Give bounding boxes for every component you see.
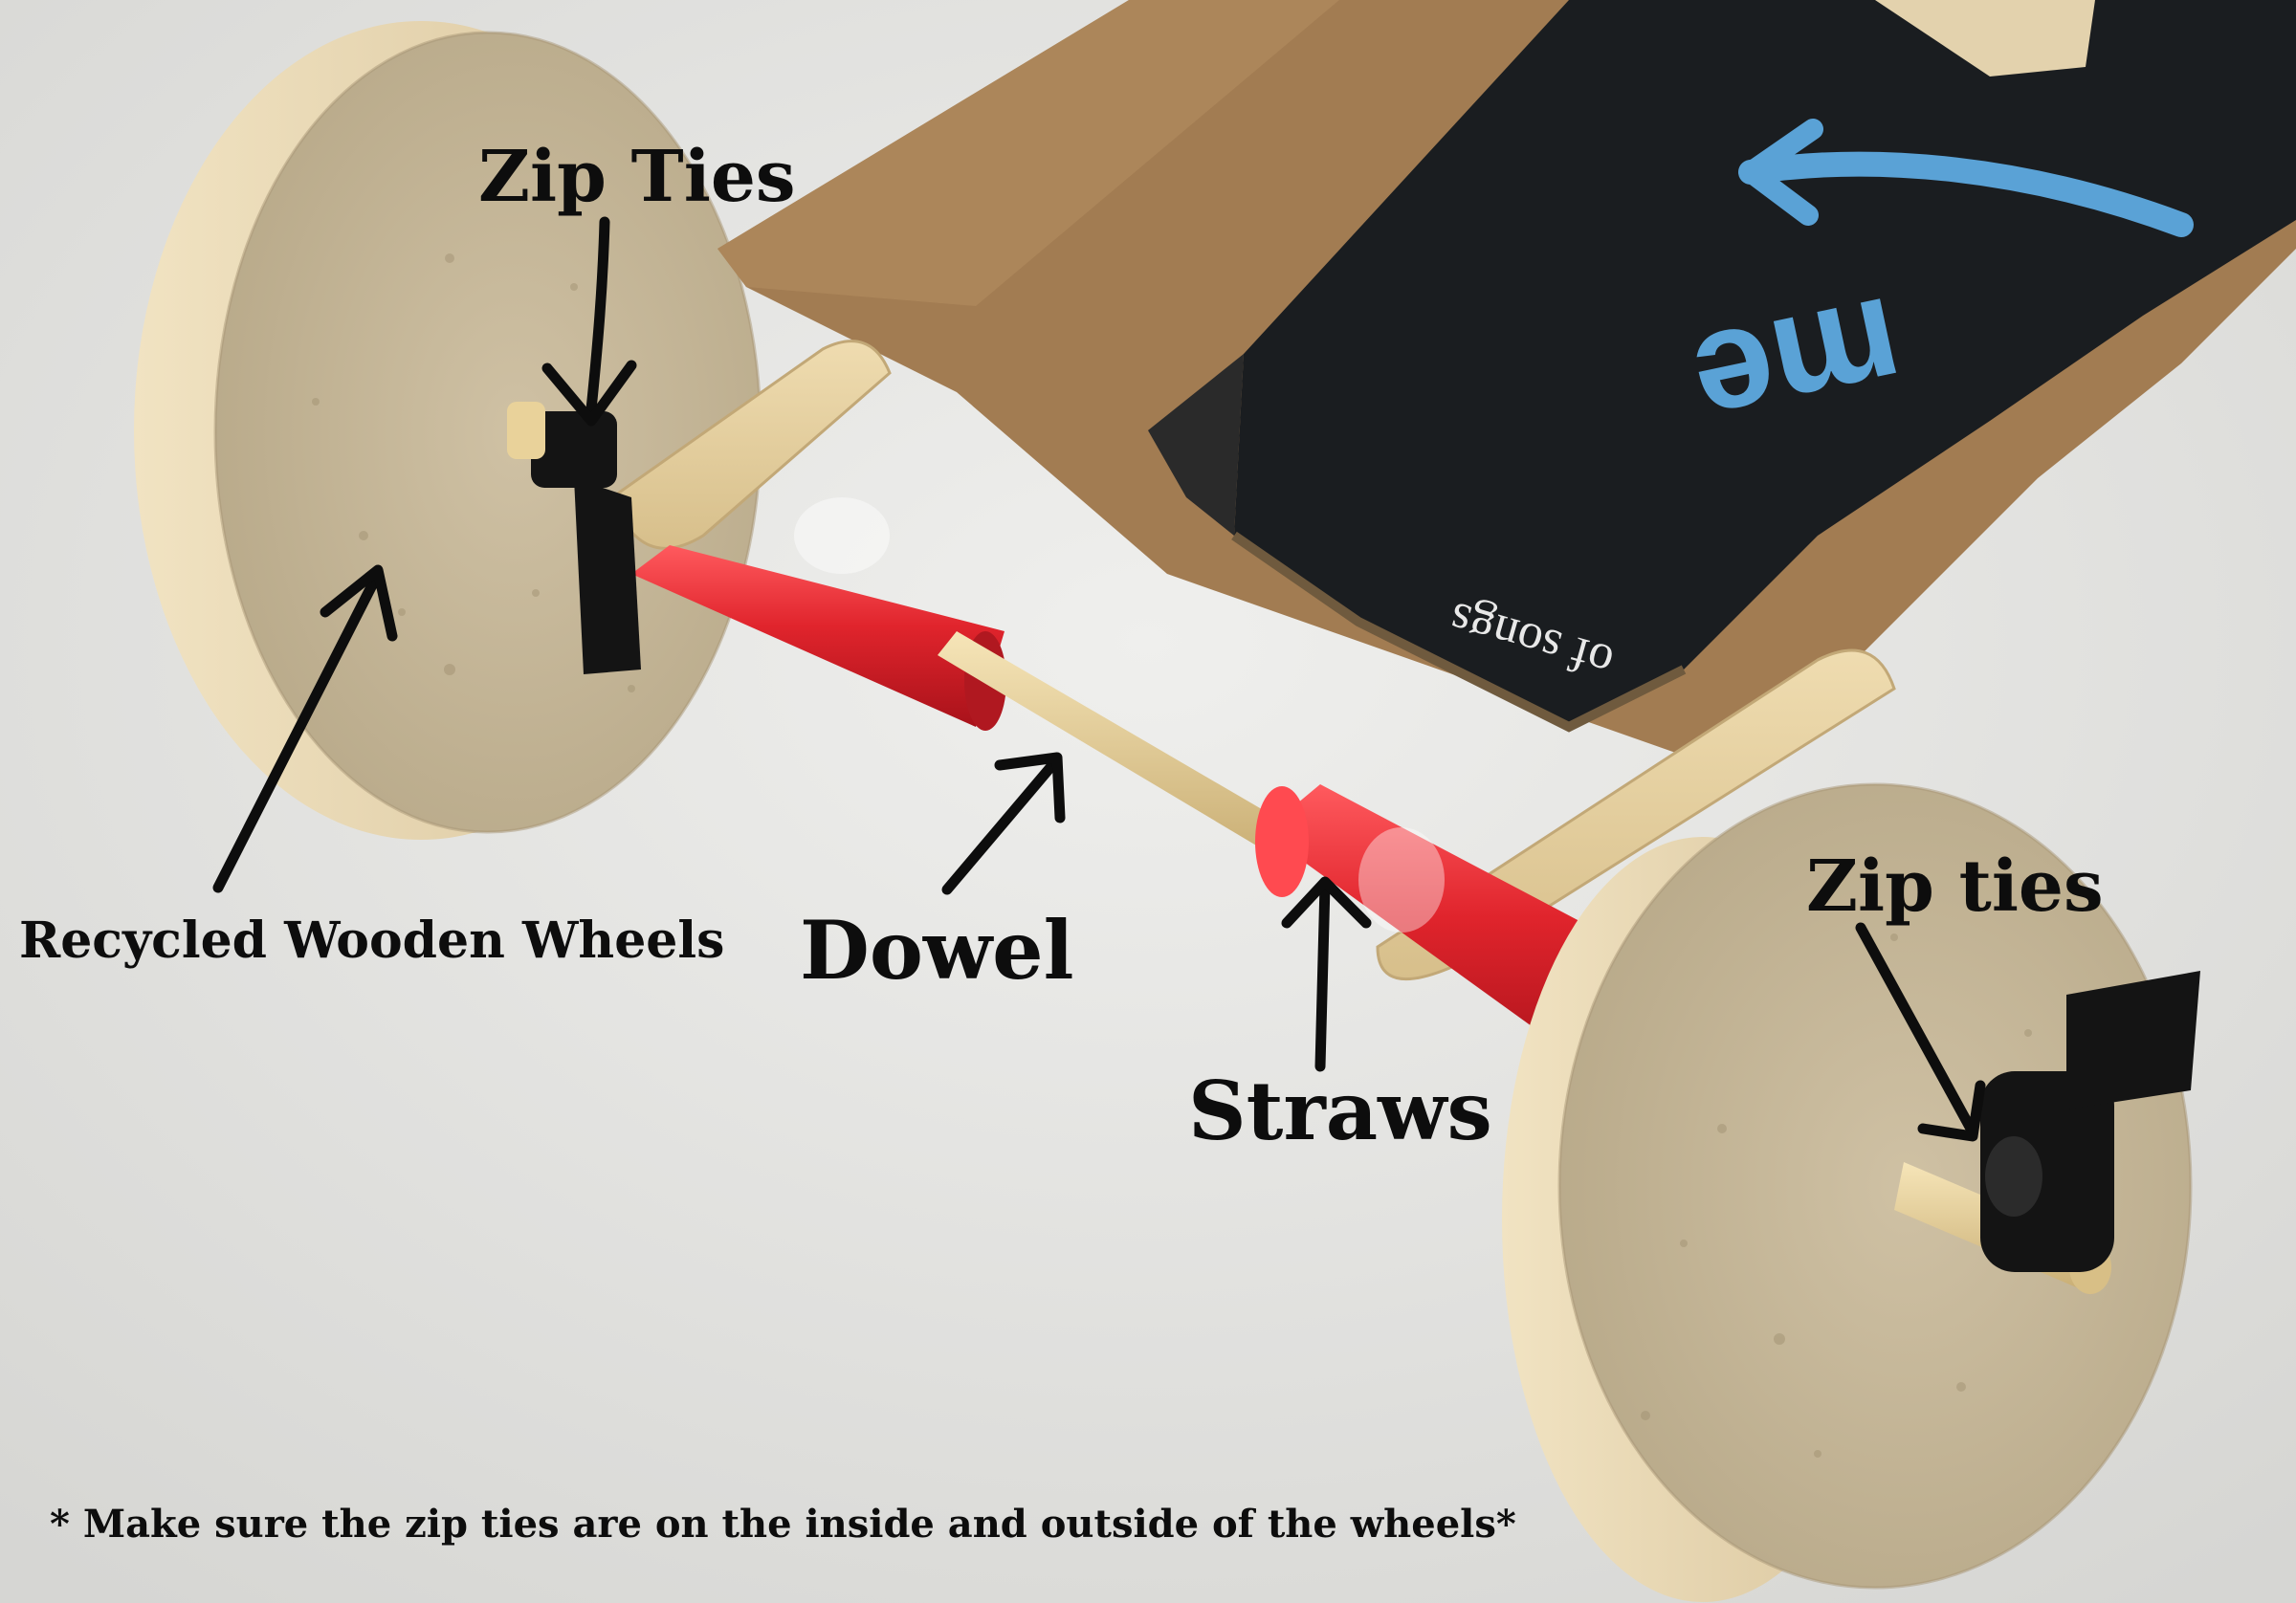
- label-zip-ties-left: Zip Ties: [478, 136, 796, 218]
- right-wheel: [1502, 782, 2193, 1602]
- logo-arrow: [1738, 151, 2194, 237]
- annotation-arrows: [212, 216, 1986, 1142]
- arrow-wheels: [212, 568, 384, 893]
- arrow-straws: [1314, 879, 1331, 1072]
- label-recycled-wooden-wheels: Recycled Wooden Wheels: [19, 911, 725, 970]
- arrow-zip-ties-left: [585, 216, 610, 415]
- label-straws: Straws: [1188, 1064, 1492, 1158]
- cardboard-deck: me of songs: [718, 0, 2296, 756]
- footnote: * Make sure the zip ties are on the insi…: [50, 1502, 1516, 1547]
- right-zip-tie: [1894, 971, 2200, 1294]
- arrow-dowel: [941, 759, 1058, 895]
- label-dowel: Dowel: [800, 903, 1074, 998]
- arrow-zip-ties-right: [1855, 922, 1976, 1134]
- left-zip-tie: [507, 402, 641, 674]
- label-zip-ties-right: Zip ties: [1806, 845, 2104, 928]
